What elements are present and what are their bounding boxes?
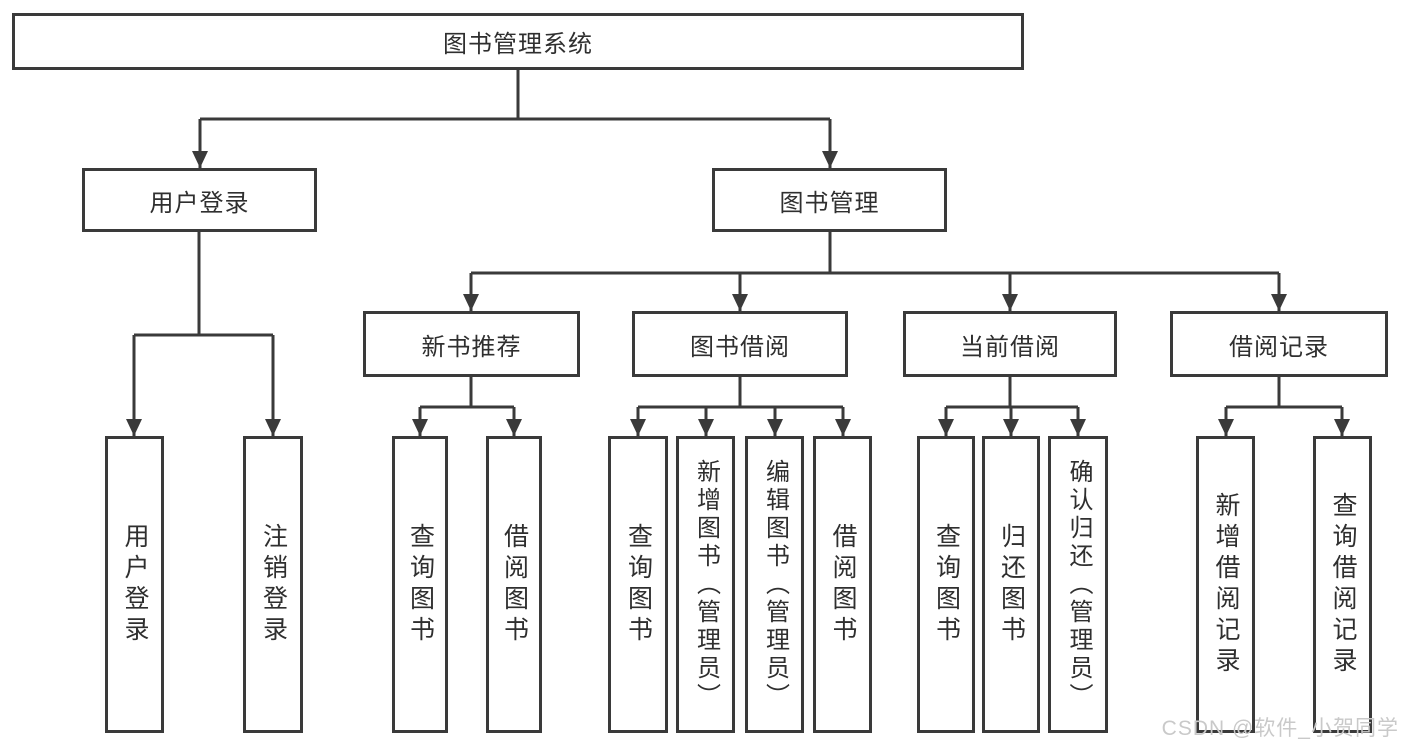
leaf-return-book: 归还图书 [982,436,1040,733]
node-new-book-recommend: 新书推荐 [363,311,580,377]
leaf-add-borrow-record: 新增借阅记录 [1196,436,1255,733]
node-book-borrow: 图书借阅 [632,311,848,377]
leaf-add-book-admin: 新增图书（管理员） [676,436,735,733]
leaf-query-book-borrow: 查询图书 [608,436,668,733]
csdn-watermark: CSDN @软件_小贺同学 [1161,717,1399,740]
leaf-borrow-book-recommend: 借阅图书 [486,436,542,733]
leaf-borrow-book: 借阅图书 [813,436,872,733]
leaf-confirm-return-admin: 确认归还（管理员） [1048,436,1108,733]
node-current-borrow: 当前借阅 [903,311,1117,377]
leaf-logout: 注销登录 [243,436,303,733]
leaf-query-book-current: 查询图书 [917,436,975,733]
node-library-management-system: 图书管理系统 [12,13,1024,70]
node-user-login: 用户登录 [82,168,317,232]
node-borrow-records: 借阅记录 [1170,311,1388,377]
leaf-query-book-recommend: 查询图书 [392,436,448,733]
leaf-query-borrow-record: 查询借阅记录 [1313,436,1372,733]
node-book-management: 图书管理 [712,168,947,232]
leaf-edit-book-admin: 编辑图书（管理员） [745,436,804,733]
leaf-user-login: 用户登录 [105,436,164,733]
